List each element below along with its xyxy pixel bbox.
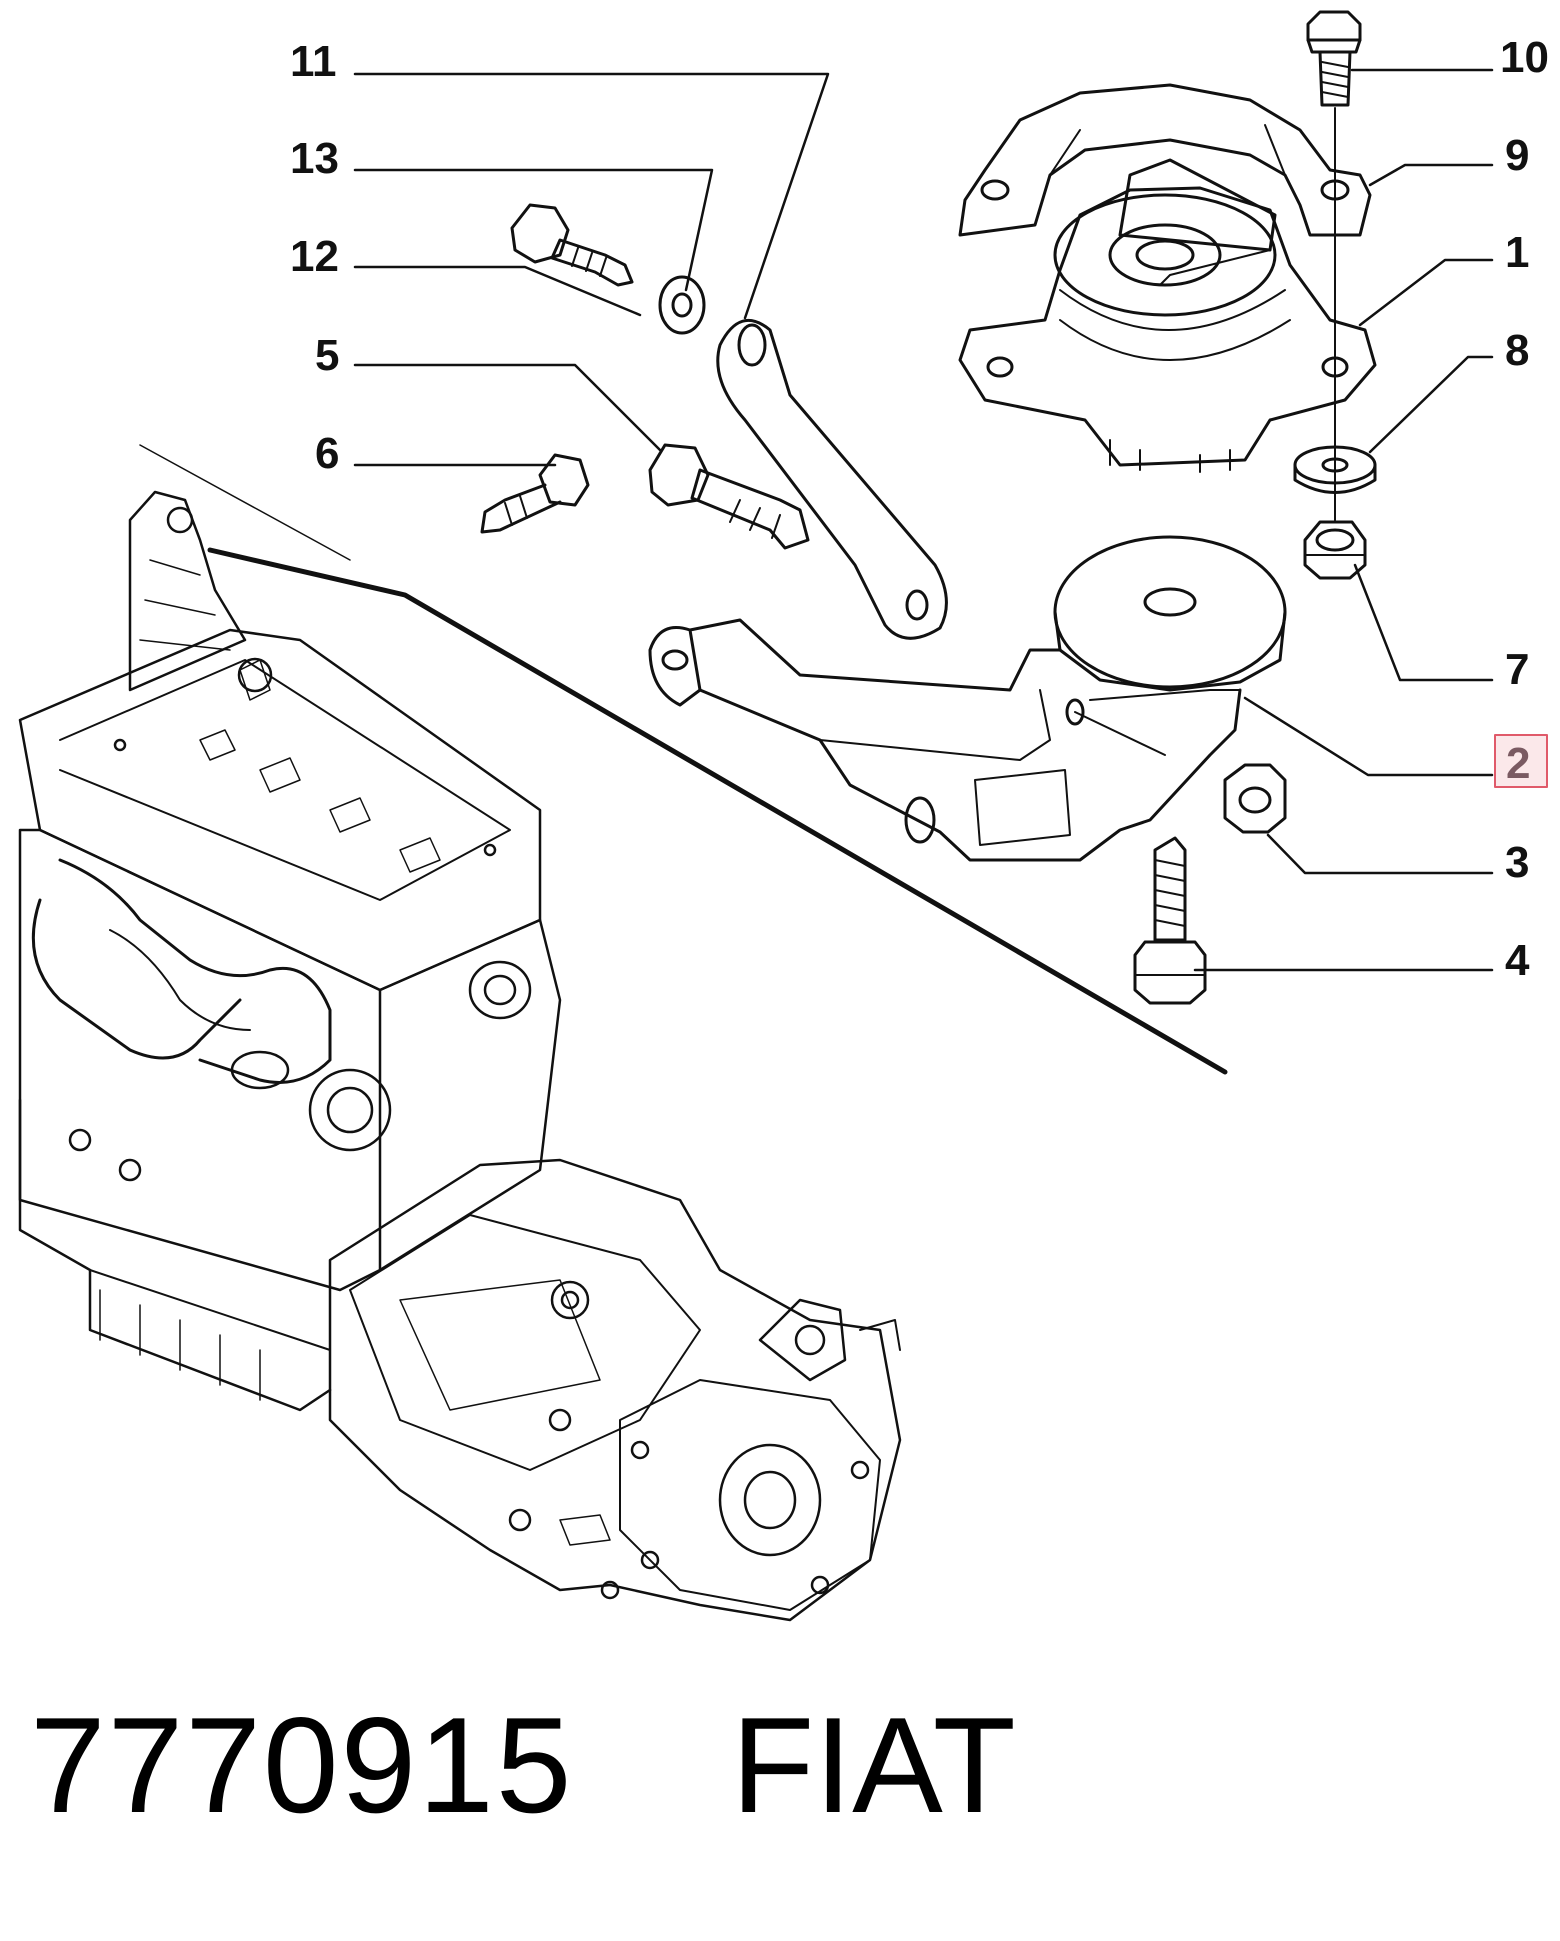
footer-caption: 7770915 FIAT: [30, 1690, 1016, 1840]
bolt-12: [510, 203, 634, 287]
leader-8: [1368, 355, 1494, 454]
callout-5: 5: [315, 331, 339, 380]
callout-8: 8: [1505, 326, 1529, 375]
bolt-4: [1133, 836, 1207, 1005]
washer-13: [658, 275, 706, 335]
leader-lines: [353, 68, 1494, 972]
callout-7: 7: [1505, 645, 1529, 694]
callout-12: 12: [290, 232, 339, 281]
bolt-10: [1306, 10, 1362, 107]
bracket-2: [648, 535, 1287, 862]
leader-12: [353, 265, 642, 317]
leader-5: [353, 363, 662, 452]
nut-3: [1223, 763, 1287, 834]
part-number: 7770915: [30, 1689, 574, 1841]
leader-1: [1358, 258, 1494, 327]
engine-block-illustration: [18, 490, 902, 1622]
callout-3: 3: [1505, 838, 1529, 887]
leader-7: [1353, 563, 1494, 682]
callout-13: 13: [290, 134, 339, 183]
exploded-parts-diagram: 11 13 12 5 6 10 9 1 8 7 2 3 4: [18, 10, 1549, 1622]
washer-8: [1293, 445, 1377, 494]
callout-labels: 11 13 12 5 6 10 9 1 8 7 2 3 4: [290, 33, 1549, 985]
leader-3: [1266, 833, 1494, 875]
link-rod-11: [716, 319, 948, 640]
leader-11: [353, 72, 830, 320]
clamp-strap-9: [958, 83, 1372, 237]
callout-11: 11: [290, 37, 337, 86]
leader-9: [1368, 163, 1494, 187]
callout-2: 2: [1506, 739, 1530, 788]
callout-9: 9: [1505, 131, 1529, 180]
bolt-5: [648, 443, 810, 550]
leader-13: [353, 168, 714, 292]
engine-axis-lines: [139, 444, 1228, 1075]
brand-name: FIAT: [731, 1689, 1016, 1841]
callout-6: 6: [315, 429, 339, 478]
bolt-6: [480, 453, 590, 534]
callout-10: 10: [1500, 33, 1549, 82]
engine-mount-1: [958, 158, 1377, 473]
callout-1: 1: [1505, 228, 1529, 277]
leader-2: [1243, 696, 1494, 777]
nut-7: [1303, 520, 1367, 580]
callout-4: 4: [1505, 936, 1530, 985]
callout-2-highlight: [1494, 734, 1548, 788]
